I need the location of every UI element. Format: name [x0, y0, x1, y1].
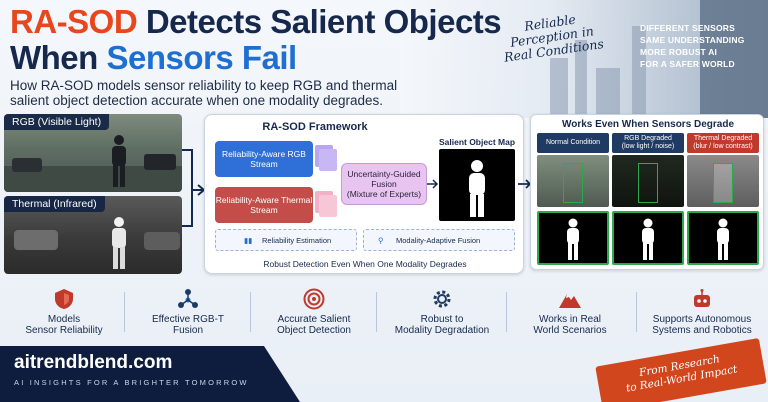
title-text-2: When	[10, 39, 107, 76]
feature-label: Systems and Robotics	[652, 325, 752, 336]
feature-label: Supports Autonomous	[652, 314, 752, 325]
fusion-line: Fusion	[371, 179, 397, 189]
saliency-map	[439, 149, 515, 221]
gear-icon	[433, 290, 451, 308]
degrade-column-sub: (low light / noise)	[621, 143, 675, 150]
fusion-line: Uncertainty-Guided	[347, 169, 421, 179]
side-list-item: DIFFERENT SENSORS	[640, 23, 736, 33]
page-subtitle: How RA-SOD models sensor reliability to …	[10, 78, 398, 108]
rgb-input-label: RGB (Visible Light)	[4, 114, 110, 130]
network-icon: ⚲	[378, 236, 384, 245]
feature-label: World Scenarios	[533, 325, 607, 336]
feature-label: Robust to	[420, 314, 464, 325]
feature-label: Object Detection	[277, 325, 351, 336]
fusion-block: Uncertainty-Guided Fusion (Mixture of Ex…	[341, 163, 427, 205]
degrade-column-head: Thermal Degraded (blur / low contrast)	[687, 133, 759, 153]
thermal-input-label: Thermal (Infrared)	[4, 196, 105, 212]
degrade-mask-thermal	[687, 211, 759, 265]
thermal-stream-block: Reliability-Aware Thermal Stream	[215, 187, 313, 223]
mask-silhouette	[717, 218, 729, 260]
arrow-icon	[427, 179, 439, 189]
degrade-column-label: Normal Condition	[545, 139, 601, 146]
degrade-mask-normal	[537, 211, 609, 265]
rgb-input-image: RGB (Visible Light)	[4, 114, 182, 192]
side-list-item: MORE ROBUST AI	[640, 47, 718, 57]
saliency-map-title: Salient Object Map	[438, 137, 516, 147]
fusion-line: (Mixture of Experts)	[346, 189, 422, 199]
degrade-image-thermal	[687, 155, 759, 207]
chip-reliability-label: Reliability Estimation	[262, 236, 332, 245]
feature-label: Fusion	[172, 325, 203, 336]
impact-ribbon: From Research to Real-World Impact	[595, 337, 767, 402]
page-title: RA-SOD Detects Salient Objects When Sens…	[10, 3, 502, 76]
feature-stack-thermal-2	[319, 195, 337, 217]
degrade-column-normal: Normal Condition	[537, 133, 609, 265]
side-list-item: FOR A SAFER WORLD	[640, 59, 735, 69]
feature-divider	[250, 292, 251, 332]
shield-icon	[55, 289, 73, 309]
framework-footer: Robust Detection Even When One Modality …	[263, 259, 467, 269]
mask-silhouette	[567, 218, 579, 260]
side-list: DIFFERENT SENSORS SAME UNDERSTANDING MOR…	[640, 22, 766, 70]
chip-fusion: ⚲ Modality-Adaptive Fusion	[363, 229, 515, 251]
person-silhouette-thermal	[112, 217, 126, 269]
feature-divider	[376, 292, 377, 332]
feature-label: Modality Degradation	[394, 325, 490, 336]
title-highlight: RA-SOD	[10, 3, 138, 40]
feature-label: Effective RGB-T	[151, 314, 225, 325]
feature-label: Accurate Salient	[277, 314, 351, 325]
brand-tagline: AI INSIGHTS FOR A BRIGHTER TOMORROW	[14, 378, 249, 387]
feature-label: Models	[47, 314, 81, 325]
mask-silhouette	[642, 218, 654, 260]
input-connector	[182, 149, 204, 227]
feature-divider	[636, 292, 637, 332]
degrade-mask-rgb	[612, 211, 684, 265]
chip-fusion-label: Modality-Adaptive Fusion	[396, 236, 481, 245]
degrade-column-label: RGB Degraded	[624, 135, 672, 142]
network-icon	[178, 289, 198, 308]
chip-reliability: ▮▮ Reliability Estimation	[215, 229, 357, 251]
degrade-image-normal	[537, 155, 609, 207]
degrade-column-thermal: Thermal Degraded (blur / low contrast)	[687, 133, 759, 265]
side-list-item: SAME UNDERSTANDING	[640, 35, 745, 45]
degrade-column-sub: (blur / low contrast)	[693, 143, 753, 150]
framework-title: RA-SOD Framework	[262, 121, 368, 133]
degrade-column-head: RGB Degraded (low light / noise)	[612, 133, 684, 153]
framework-panel: RA-SOD Framework Reliability-Aware RGB S…	[204, 114, 524, 274]
robot-icon	[694, 289, 710, 307]
target-icon	[303, 288, 325, 310]
bar-chart-icon: ▮▮	[244, 236, 253, 245]
mountain-icon	[559, 294, 581, 308]
degrade-column-rgb: RGB Degraded (low light / noise)	[612, 133, 684, 265]
person-silhouette	[112, 135, 126, 187]
feature-divider	[124, 292, 125, 332]
degradation-panel: Works Even When Sensors Degrade Normal C…	[530, 114, 764, 270]
degradation-title: Works Even When Sensors Degrade	[561, 119, 735, 130]
rgb-stream-block: Reliability-Aware RGB Stream	[215, 141, 313, 177]
feature-divider	[506, 292, 507, 332]
title-text: Detects Salient Objects	[137, 3, 502, 40]
saliency-silhouette	[469, 160, 485, 217]
degrade-image-rgb	[612, 155, 684, 207]
footer-band	[0, 346, 300, 402]
feature-label: Sensor Reliability	[25, 325, 103, 336]
header-background-city	[400, 0, 768, 118]
degrade-column-head: Normal Condition	[537, 133, 609, 153]
thermal-input-image: Thermal (Infrared)	[4, 196, 182, 274]
degrade-column-label: Thermal Degraded	[693, 135, 753, 142]
title-highlight-2: Sensors Fail	[106, 39, 297, 76]
brand-link[interactable]: aitrendblend.com	[14, 352, 173, 373]
feature-label: Works in Real	[538, 314, 602, 325]
feature-stack-rgb-2	[319, 149, 337, 171]
